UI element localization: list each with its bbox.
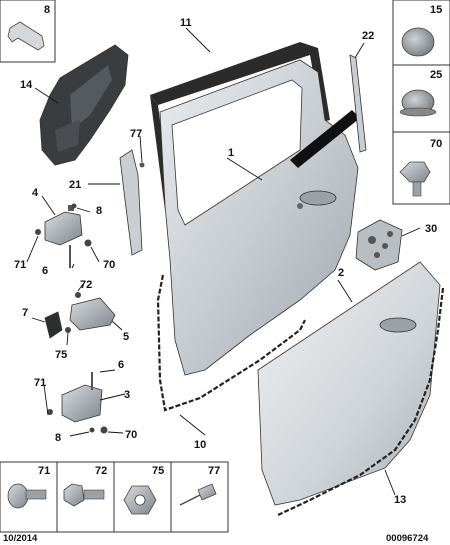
- label-window-frame-seal: 11: [180, 17, 192, 29]
- label-nut-upper: 70: [103, 259, 115, 271]
- inset-label-blind-rivet: 77: [208, 465, 220, 477]
- label-hinge-clip-upper: 8: [96, 205, 102, 217]
- inset-box-flange-bolt: 71: [0, 461, 58, 533]
- lower-hinge-illustration: [61, 384, 103, 423]
- footer-reference: 00096724: [386, 533, 429, 544]
- inset-box-hex-bolt: 72: [56, 461, 115, 533]
- label-trim-rivet: 77: [130, 128, 142, 140]
- inset-label-flange-nut: 70: [430, 138, 442, 150]
- lock-module-illustration: [355, 219, 403, 271]
- label-outer-door-skin: 2: [338, 267, 344, 279]
- hinge-clip-upper-illustration: [71, 203, 77, 209]
- door-shell-illustration: [159, 59, 360, 376]
- inset-box-hex-nut: 75: [113, 461, 172, 533]
- bolt-upper-illustration: [35, 229, 41, 235]
- label-bolt-upper: 71: [14, 259, 26, 271]
- label-hinge-pin-lower: 6: [118, 359, 124, 371]
- label-bolt-lower: 71: [34, 377, 46, 389]
- frame-moulding-illustration: [349, 54, 367, 153]
- inset-box-flange-nut: 70: [392, 131, 450, 205]
- upper-hinge-illustration: [44, 205, 83, 246]
- door-check-strap-illustration: [69, 297, 116, 331]
- label-hinge-pin-upper: 6: [42, 265, 48, 277]
- bolt-lower-illustration: [47, 409, 53, 415]
- inset-label-clip: 8: [44, 4, 50, 16]
- label-door-check-strap: 5: [123, 331, 129, 343]
- inset-box-blind-rivet: 77: [170, 461, 229, 533]
- pillar-trim-illustration: [119, 149, 143, 256]
- label-door-seal-inner: 10: [194, 439, 206, 451]
- outer-door-skin-illustration: [257, 261, 441, 506]
- leader-lines: [26, 27, 421, 496]
- door-seal-lower-illustration: [277, 287, 445, 516]
- door-seal-inner-illustration: [156, 274, 306, 412]
- label-door-shell: 1: [228, 147, 234, 159]
- check-strap-bolt-illustration: [75, 292, 81, 298]
- footer-date: 10/2014: [3, 533, 38, 544]
- inner-panel-module-illustration: [39, 44, 129, 166]
- label-check-strap-nut: 75: [55, 349, 67, 361]
- label-door-seal-lower: 13: [394, 494, 406, 506]
- label-pillar-trim: 21: [69, 179, 81, 191]
- label-lower-hinge: 3: [124, 389, 130, 401]
- label-frame-moulding: 22: [362, 30, 374, 42]
- nut-upper-illustration: [84, 239, 92, 247]
- label-lock-module: 30: [425, 223, 437, 235]
- inset-box-flat-plug: 15: [392, 0, 450, 66]
- inset-label-domed-plug: 25: [430, 69, 442, 81]
- label-hinge-clip-lower: 8: [55, 432, 61, 444]
- label-inner-panel-module: 14: [20, 79, 33, 91]
- trim-rivet-illustration: [139, 162, 145, 168]
- inset-box-clip: 8: [0, 0, 56, 63]
- label-upper-hinge: 4: [32, 187, 39, 199]
- inset-label-flat-plug: 15: [430, 4, 442, 16]
- inset-label-flange-bolt: 71: [38, 465, 50, 477]
- check-strap-nut-illustration: [65, 327, 71, 333]
- inset-label-hex-nut: 75: [152, 465, 164, 477]
- inset-box-domed-plug: 25: [392, 64, 450, 133]
- inset-label-hex-bolt: 72: [95, 465, 107, 477]
- label-nut-lower: 70: [125, 429, 137, 441]
- check-strap-grommet-illustration: [44, 311, 63, 339]
- nut-lower-illustration: [100, 426, 108, 434]
- label-check-strap-bolt: 72: [80, 279, 92, 291]
- label-check-strap-grommet: 7: [22, 307, 28, 319]
- hinge-clip-lower-illustration: [89, 427, 95, 433]
